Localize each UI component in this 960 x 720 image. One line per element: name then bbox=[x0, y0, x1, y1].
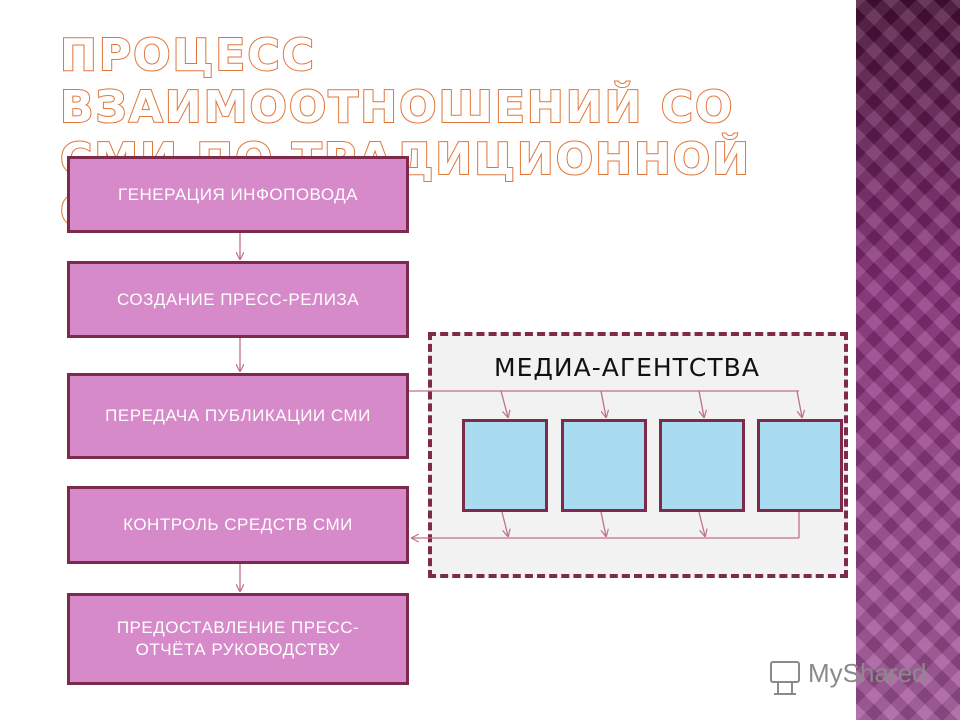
watermark-text: MyShared bbox=[808, 658, 927, 688]
agency-box-4 bbox=[757, 419, 843, 512]
arrow-from-agency-2 bbox=[600, 511, 606, 536]
arrow-to-agency-2 bbox=[600, 390, 606, 417]
step-box-2: СОЗДАНИЕ ПРЕСС-РЕЛИЗА bbox=[67, 261, 409, 338]
step-box-4: КОНТРОЛЬ СРЕДСТВ СМИ bbox=[67, 486, 409, 564]
arrow-from-agency-1 bbox=[501, 511, 508, 536]
decorative-side-strip bbox=[856, 0, 960, 720]
media-agencies-label: МЕДИА-АГЕНТСТВА bbox=[494, 353, 760, 382]
step-box-1: ГЕНЕРАЦИЯ ИНФОПОВОДА bbox=[67, 156, 409, 233]
arrow-to-agency-4 bbox=[796, 390, 802, 417]
agency-box-1 bbox=[462, 419, 548, 512]
arrow-from-agency-3 bbox=[698, 511, 705, 536]
step-box-5: ПРЕДОСТАВЛЕНИЕ ПРЕСС-ОТЧЁТА РУКОВОДСТВУ bbox=[67, 593, 409, 685]
myshared-logo-icon bbox=[770, 661, 800, 695]
arrow-to-agency-1 bbox=[500, 390, 508, 417]
agency-box-2 bbox=[561, 419, 647, 512]
step-box-3: ПЕРЕДАЧА ПУБЛИКАЦИИ СМИ bbox=[67, 373, 409, 459]
agency-box-3 bbox=[659, 419, 745, 512]
arrow-to-agency-3 bbox=[698, 390, 704, 417]
